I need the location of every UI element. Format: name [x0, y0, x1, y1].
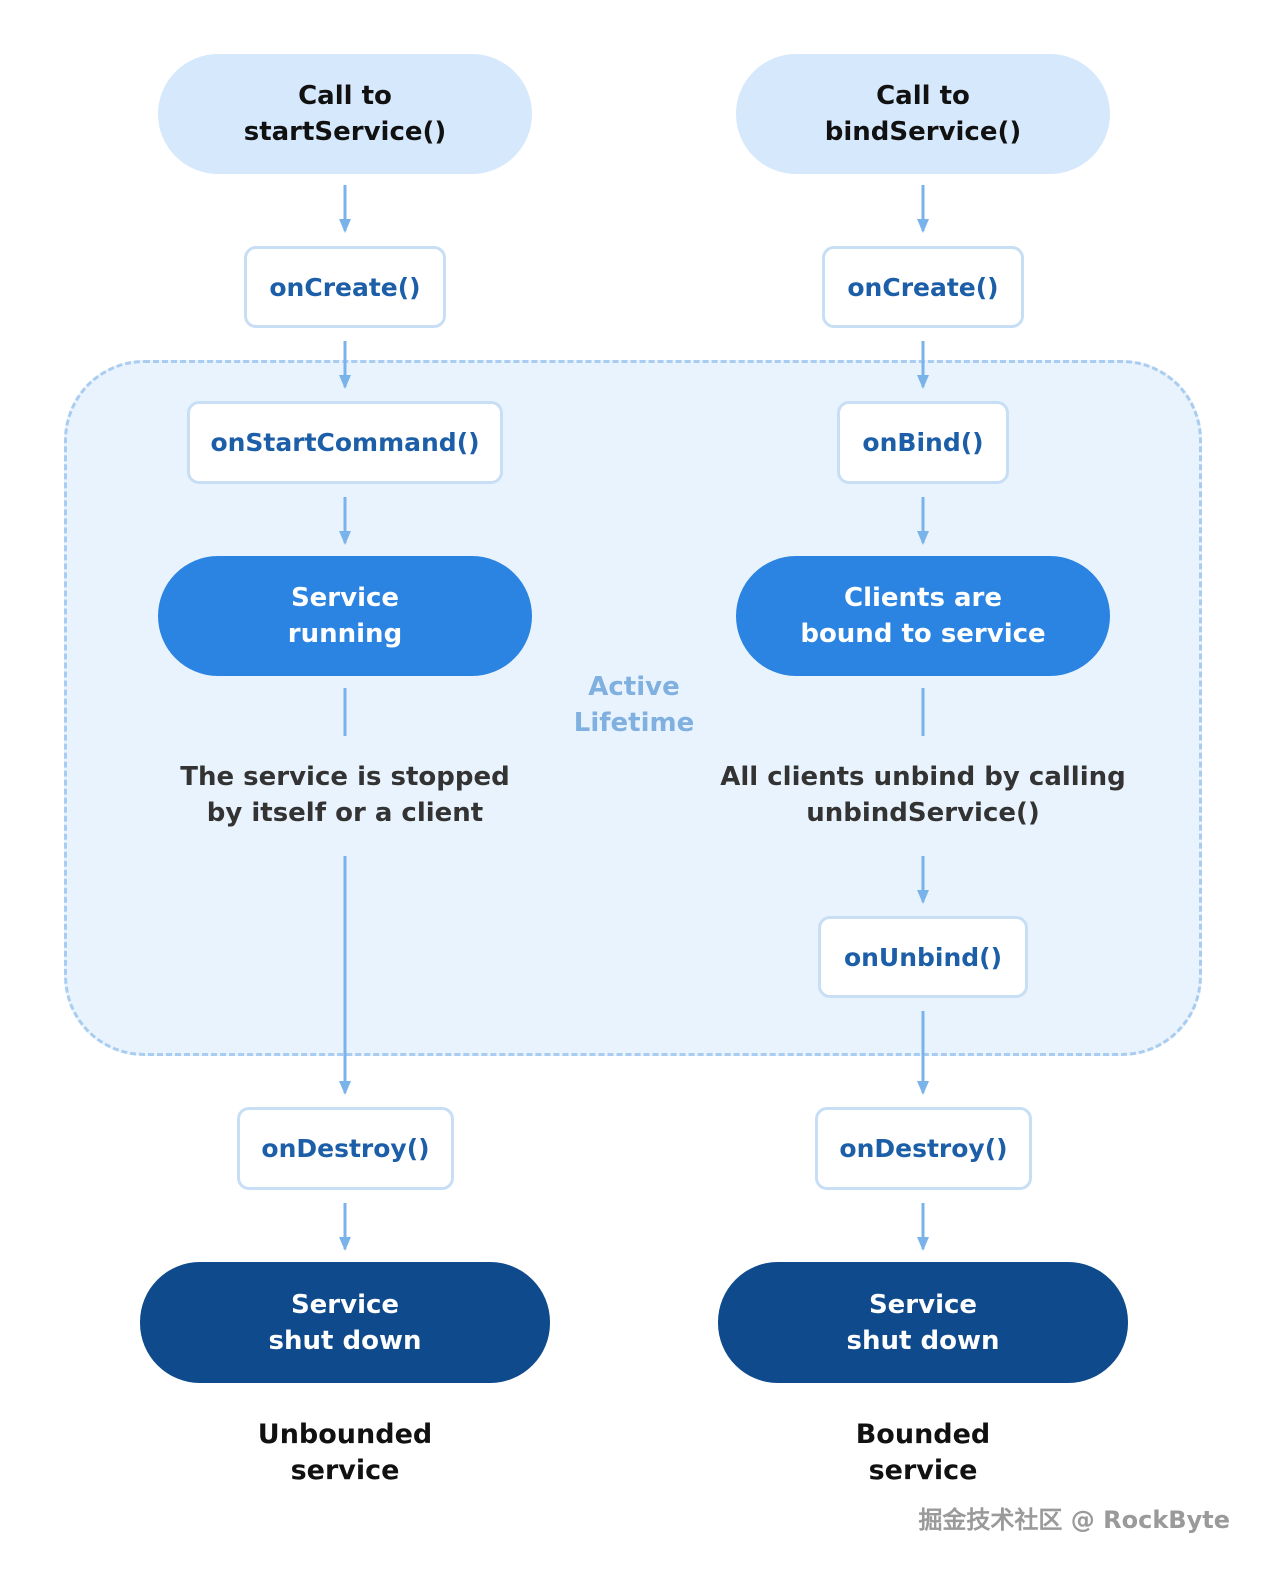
bind-service-label: Call to bindService()	[824, 81, 1022, 147]
ondestroy-left-label: onDestroy()	[261, 1134, 430, 1163]
start-service-label: Call to startService()	[243, 81, 447, 147]
active-lifetime-label: Active Lifetime	[573, 672, 695, 738]
bounded-caption: Bounded service	[855, 1419, 991, 1486]
shutdown-left-label: Service shut down	[268, 1289, 422, 1356]
onstartcommand-box: onStartCommand()	[187, 401, 503, 484]
onunbind-label: onUnbind()	[843, 942, 1003, 972]
start-service-pill: Call to startService()	[158, 54, 532, 174]
oncreate-left-box: onCreate()	[244, 246, 446, 328]
onstartcommand-label: onStartCommand()	[210, 428, 480, 457]
onbind-box: onBind()	[837, 401, 1009, 484]
watermark: 掘金技术社区 @ RockByte	[918, 1506, 1230, 1534]
clients-bound-label: Clients are bound to service	[800, 583, 1046, 649]
service-running-pill: Service running	[158, 556, 532, 676]
bind-service-pill: Call to bindService()	[736, 54, 1110, 174]
onbind-label: onBind()	[862, 428, 984, 457]
ondestroy-left-box: onDestroy()	[237, 1107, 454, 1190]
stopped-note: The service is stopped by itself or a cl…	[180, 762, 510, 828]
ondestroy-right-label: onDestroy()	[839, 1134, 1008, 1163]
shutdown-left-pill: Service shut down	[140, 1262, 550, 1383]
shutdown-right-pill: Service shut down	[718, 1262, 1128, 1383]
unbounded-caption: Unbounded service	[257, 1419, 433, 1486]
oncreate-right-label: onCreate()	[847, 272, 999, 302]
ondestroy-right-box: onDestroy()	[815, 1107, 1032, 1190]
clients-bound-pill: Clients are bound to service	[736, 556, 1110, 676]
shutdown-right-label: Service shut down	[846, 1289, 1000, 1356]
service-running-label: Service running	[287, 583, 403, 649]
oncreate-left-label: onCreate()	[269, 272, 421, 302]
unbind-note: All clients unbind by calling unbindServ…	[720, 762, 1126, 828]
onunbind-box: onUnbind()	[818, 916, 1028, 998]
oncreate-right-box: onCreate()	[822, 246, 1024, 328]
